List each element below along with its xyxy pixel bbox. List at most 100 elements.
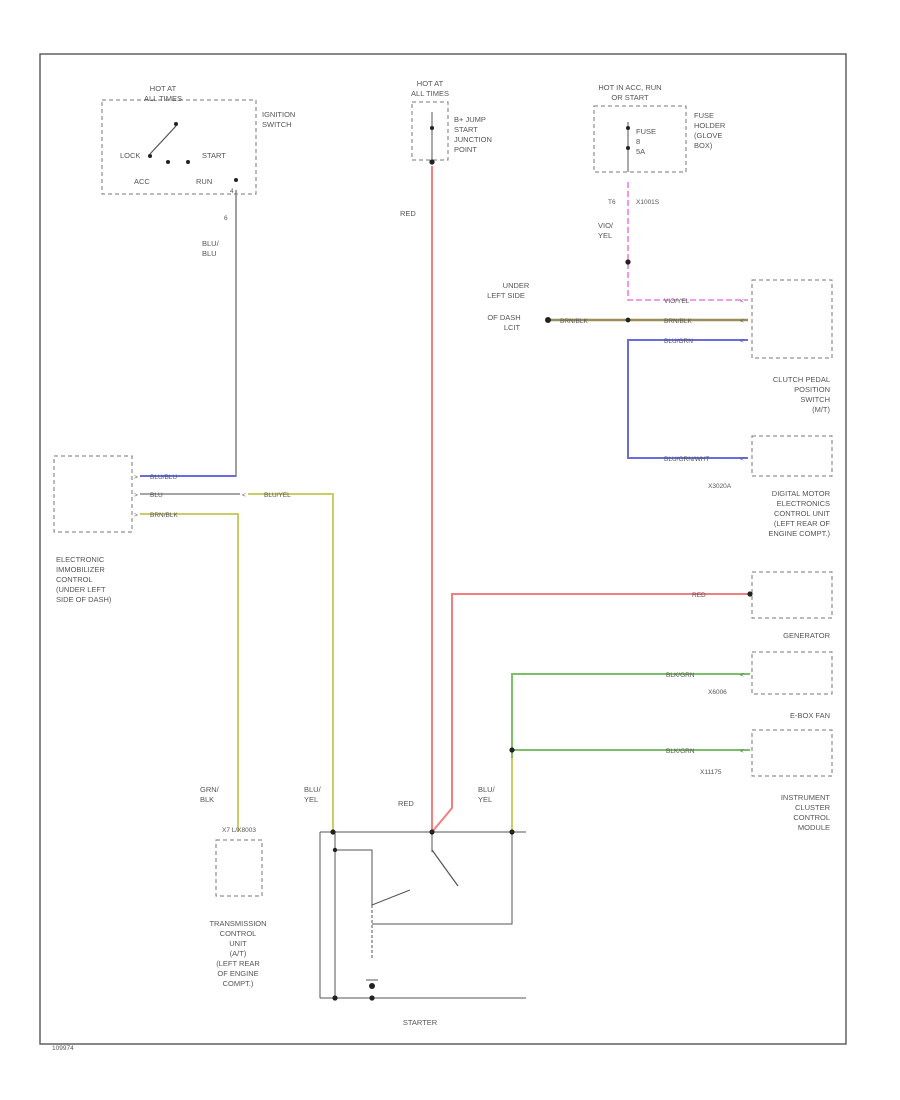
ignition-switch-box	[101, 99, 257, 195]
immobilizer-box	[53, 455, 133, 533]
wire-tag-brn-blk-immob: BRN/BLK	[150, 512, 178, 519]
tcu-label-4: (A/T)	[230, 949, 247, 958]
ignition-switch-label-2: SWITCH	[262, 120, 292, 129]
clutch-pin-4: <	[740, 456, 744, 463]
clutch-pin-3: <	[740, 338, 744, 345]
wire-blu-yel-left	[248, 493, 334, 832]
dme-label-5: ENGINE COMPT.)	[768, 529, 830, 538]
wire-tag-blu-yel: BLU/YEL	[264, 492, 291, 499]
jump-hot-at-2: ALL TIMES	[411, 89, 449, 98]
jump-dot-2	[429, 159, 435, 165]
ebox-pin: <	[740, 748, 744, 755]
connector-mark: <	[242, 492, 246, 499]
immob-label-1: ELECTRONIC	[56, 555, 105, 564]
fuse-holder-2: HOLDER	[694, 121, 726, 130]
clutch-label-4: (M/T)	[812, 405, 830, 414]
jump-label-3: JUNCTION	[454, 135, 492, 144]
ebox-connector: X11175	[700, 769, 722, 776]
cluster-label-2: CLUSTER	[795, 803, 831, 812]
ignition-pivot	[174, 122, 178, 126]
ignition-terminal	[234, 178, 238, 182]
jump-label-4: POINT	[454, 145, 477, 154]
starter-label: STARTER	[403, 1018, 438, 1027]
wire-tag-blk-grn-2: BLK/GRN	[666, 748, 695, 755]
dme-label-3: CONTROL UNIT	[774, 509, 830, 518]
wire-vio-yel	[627, 182, 748, 301]
fuse-holder-box	[593, 105, 687, 173]
wire-label-brn-blk: BRN/BLK	[560, 318, 588, 325]
fuse-holder-4: BOX)	[694, 141, 713, 150]
starter-ground-dot	[369, 983, 375, 989]
ignition-pin-b: 6	[224, 215, 228, 222]
tcu-connector: X7 L/X8003	[222, 827, 256, 834]
dme-terminal	[747, 591, 753, 597]
starter-return	[372, 832, 513, 925]
ground-label-1: UNDER	[503, 281, 530, 290]
diagram-frame	[39, 53, 847, 1045]
starter-node-4	[332, 847, 338, 853]
wire-tag-blu: BLU	[150, 492, 163, 499]
immob-label-4: (UNDER LEFT	[56, 585, 106, 594]
ground-splice	[625, 317, 631, 323]
wire-tag-blk-grn: BLK/GRN	[666, 672, 695, 679]
clutch-switch-box	[751, 279, 833, 359]
ignition-contact	[149, 125, 177, 155]
ebox-box	[751, 729, 833, 777]
jump-start-box	[411, 101, 449, 161]
jump-hot-at: HOT AT	[417, 79, 444, 88]
wire-label-blu-blu-2: BLU	[202, 249, 217, 258]
fuse-hot-at-2: OR START	[611, 93, 649, 102]
generator-pin: <	[740, 672, 744, 679]
immob-pin-3: >	[134, 512, 138, 519]
dme-label-4: (LEFT REAR OF	[774, 519, 831, 528]
clutch-label-1: CLUTCH PEDAL	[773, 375, 830, 384]
immob-pin-2: >	[134, 492, 138, 499]
ebox-label: E-BOX FAN	[790, 711, 830, 720]
wire-tag-blu-blu: BLU/BLU	[150, 474, 177, 481]
clutch-connector: X3020A	[708, 483, 732, 490]
generator-label: GENERATOR	[783, 631, 830, 640]
wire-tag-vio-yel: VIO/YEL	[664, 298, 690, 305]
starter-link	[371, 889, 411, 906]
wire-label-blu-yel-3: BLU/	[478, 785, 496, 794]
fuse-holder-3: (GLOVE	[694, 131, 722, 140]
fuse-number: 8	[636, 137, 640, 146]
starter-node-2	[429, 829, 435, 835]
wire-label-brn-1: GRN/	[200, 785, 220, 794]
ebox-splice	[509, 747, 515, 753]
jump-dot-1	[430, 126, 434, 130]
wire-tag-blu-grn-wht: BLU/GRN/WHT	[664, 456, 710, 463]
fuse-connector: X1001S	[636, 199, 660, 206]
ignition-pos-2	[186, 160, 190, 164]
wire-label-vio-1: VIO/	[598, 221, 614, 230]
tcu-label-7: COMPT.)	[223, 979, 254, 988]
dme-label-1: DIGITAL MOTOR	[772, 489, 831, 498]
fuse-hot-at: HOT IN ACC, RUN	[598, 83, 661, 92]
ignition-pos-1	[166, 160, 170, 164]
wire-label-blu-blu-1: BLU/	[202, 239, 220, 248]
wire-label-blu-yel-4: YEL	[478, 795, 492, 804]
ignition-pos-lock	[148, 154, 152, 158]
ground-point	[545, 317, 551, 323]
starter-solenoid-lead	[335, 849, 373, 905]
starter	[319, 829, 526, 1001]
wire-label-vio-2: YEL	[598, 231, 612, 240]
starter-node-1	[330, 829, 336, 835]
ignition-switch-label-1: IGNITION	[262, 110, 295, 119]
wire-blu-grn-loop	[627, 339, 748, 459]
ignition-hot-at-2: ALL TIMES	[144, 94, 182, 103]
cluster-label-4: MODULE	[798, 823, 830, 832]
ignition-lock: LOCK	[120, 151, 140, 160]
ignition-hot-at: HOT AT	[150, 84, 177, 93]
fuse-name: FUSE	[636, 127, 656, 136]
ignition-run: RUN	[196, 177, 212, 186]
ground-label-4: LCIT	[504, 323, 521, 332]
wire-ignition-gray	[140, 190, 237, 477]
fuse-pin: T6	[608, 199, 616, 206]
diagram-code: 109974	[52, 1045, 74, 1052]
generator-connector: X6006	[708, 689, 727, 696]
wire-red-dme	[431, 593, 750, 833]
tcu-label-6: OF ENGINE	[217, 969, 258, 978]
tcu-box	[215, 839, 263, 897]
ground-label-2: LEFT SIDE	[487, 291, 525, 300]
